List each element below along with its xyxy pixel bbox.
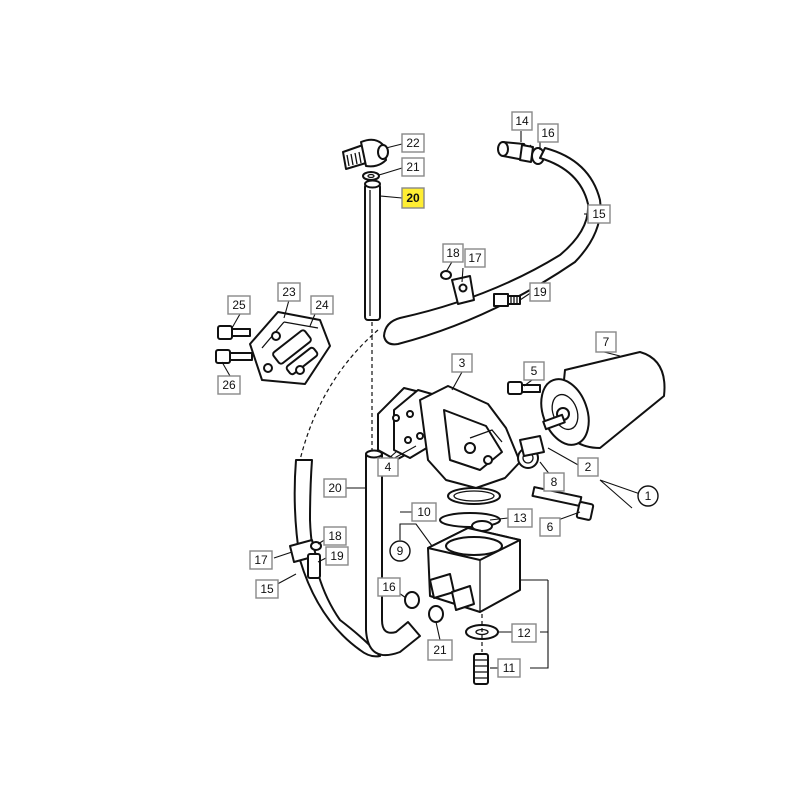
hose-15-top [383,147,602,346]
callout-11[interactable]: 11 [497,658,521,678]
bolt-6 [531,486,595,521]
callout-18-top[interactable]: 18 [442,243,464,263]
pipe-20-upper [364,179,381,321]
washer-21-top [362,171,380,181]
callout-24[interactable]: 24 [310,295,334,315]
head-bolt-8 [517,435,545,469]
svg-text:19: 19 [533,285,547,299]
callout-15-top[interactable]: 15 [587,204,611,224]
svg-text:7: 7 [603,335,610,349]
svg-text:21: 21 [406,160,420,174]
svg-text:2: 2 [585,460,592,474]
bracket-23-24 [249,311,331,385]
svg-text:6: 6 [547,520,554,534]
callout-2[interactable]: 2 [577,457,599,477]
seal-ring [447,487,501,505]
filter-adaptor-3 [419,385,521,489]
svg-text:4: 4 [385,460,392,474]
clamp-17-top [451,275,475,305]
svg-text:23: 23 [282,285,296,299]
svg-text:18: 18 [446,246,460,260]
callout-14[interactable]: 14 [511,111,533,131]
callout-18-bottom[interactable]: 18 [323,526,347,546]
callout-3[interactable]: 3 [451,353,473,373]
svg-text:8: 8 [551,475,558,489]
svg-text:11: 11 [503,661,516,675]
callout-9[interactable]: 9 [389,540,411,562]
bolt-19-bottom [307,553,321,579]
svg-text:20: 20 [328,481,342,495]
callout-12[interactable]: 12 [511,623,537,643]
svg-text:17: 17 [254,553,268,567]
fitting-14 [497,141,534,163]
svg-text:17: 17 [468,251,482,265]
callout-7[interactable]: 7 [595,331,617,353]
svg-text:24: 24 [315,298,329,312]
callout-26[interactable]: 26 [217,375,241,395]
svg-text:1: 1 [645,489,652,503]
svg-text:5: 5 [531,364,538,378]
callout-6[interactable]: 6 [539,517,561,537]
callout-25[interactable]: 25 [227,295,251,315]
callout-8[interactable]: 8 [543,472,565,492]
svg-text:9: 9 [397,544,404,558]
svg-text:21: 21 [433,643,447,657]
washer-18-top [440,270,452,280]
svg-text:16: 16 [541,126,555,140]
callout-15-bottom[interactable]: 15 [255,579,279,599]
callout-20-highlighted[interactable]: 20 [401,187,425,209]
callout-21-top[interactable]: 21 [401,157,425,177]
bolt-5 [507,381,541,395]
callout-1[interactable]: 1 [637,485,659,507]
svg-text:13: 13 [513,511,527,525]
callout-20-lower[interactable]: 20 [323,478,347,498]
svg-text:15: 15 [592,207,606,221]
callout-4[interactable]: 4 [377,457,399,477]
callout-5[interactable]: 5 [523,361,545,381]
bolt-19-top [493,293,521,307]
routing-lines [299,322,483,652]
hose-clip-16-bottom [404,591,420,609]
callout-16-bottom[interactable]: 16 [377,577,401,597]
callout-17-bottom[interactable]: 17 [249,550,273,570]
svg-text:10: 10 [417,505,431,519]
callout-16-top[interactable]: 16 [537,123,559,143]
callout-21-bottom[interactable]: 21 [427,639,453,661]
callout-19-top[interactable]: 19 [529,282,551,302]
callout-17-top[interactable]: 17 [464,248,486,268]
callout-22[interactable]: 22 [401,133,425,153]
callout-13[interactable]: 13 [507,508,533,528]
svg-text:16: 16 [382,580,396,594]
filter-cartridge-7 [540,351,666,449]
svg-text:14: 14 [515,114,529,128]
elbow-fitting-22 [342,138,389,170]
filter-base-9 [427,527,521,613]
svg-text:18: 18 [328,529,342,543]
svg-text:20: 20 [406,191,420,205]
svg-text:3: 3 [459,356,466,370]
svg-text:22: 22 [406,136,420,150]
pipe-20-lower [365,449,421,657]
hose-clip-21-bottom [428,605,444,623]
svg-text:26: 26 [222,378,236,392]
callout-23[interactable]: 23 [277,282,301,302]
drain-plug-11 [473,653,489,685]
callout-10[interactable]: 10 [411,502,437,522]
bolt-26 [215,349,253,364]
svg-text:19: 19 [330,549,344,563]
callout-19-bottom[interactable]: 19 [325,546,349,566]
svg-text:15: 15 [260,582,274,596]
bolt-25 [217,325,251,340]
svg-text:12: 12 [517,626,531,640]
svg-text:25: 25 [232,298,246,312]
